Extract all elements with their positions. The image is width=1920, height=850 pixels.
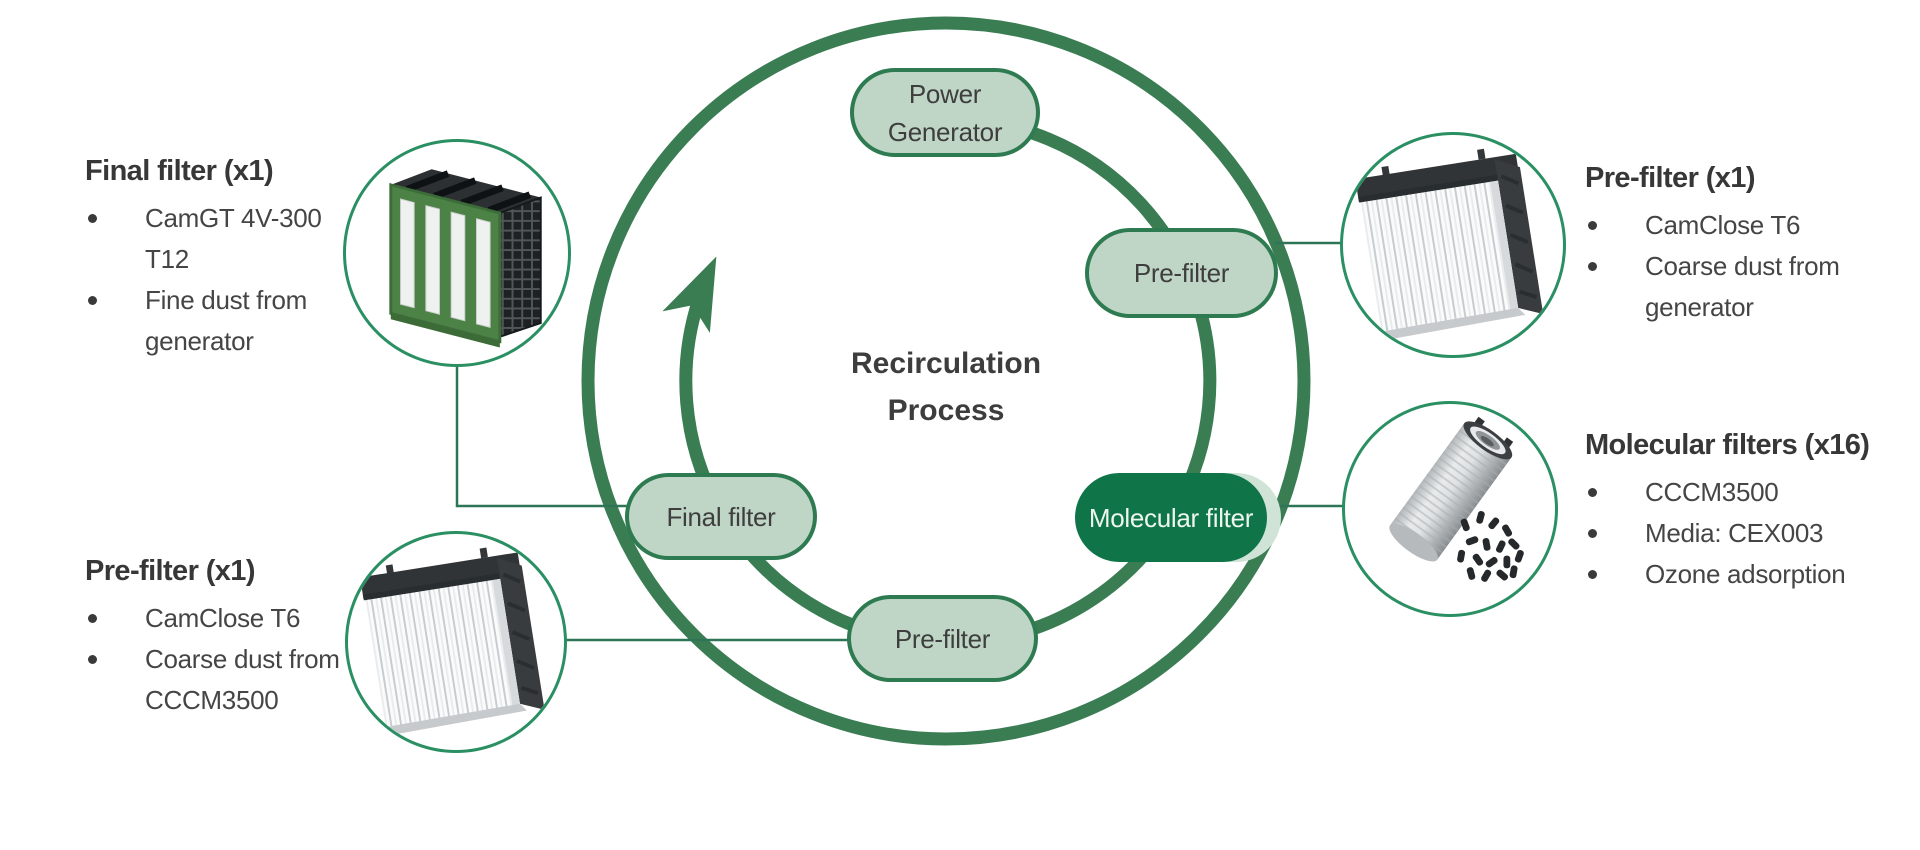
center-label: Recirculation Process: [850, 347, 1042, 427]
node-pre-filter-bottom: Pre-filter: [847, 595, 1038, 682]
pre-filter-left-photo-circle: [345, 531, 567, 753]
callout-bullet-list: CCCM3500 Media: CEX003 Ozone adsorption: [1585, 472, 1915, 595]
bullet-item: Media: CEX003: [1585, 513, 1915, 554]
carbon-pellets: [1457, 511, 1524, 582]
callout-pre-filter-left: Pre-filter (x1) CamClose T6 Coarse dust …: [85, 554, 365, 721]
panel-filter-image: [360, 547, 545, 735]
pre-filter-right-photo-circle: [1340, 132, 1566, 358]
callout-molecular-filters: Molecular filters (x16) CCCM3500 Media: …: [1585, 428, 1915, 595]
bullet-item: CamGT 4V-300 T12: [85, 198, 365, 280]
connector-final-filter: [455, 362, 660, 508]
callout-pre-filter-right: Pre-filter (x1) CamClose T6 Coarse dust …: [1585, 161, 1905, 328]
callout-bullet-list: CamClose T6 Coarse dust from generator: [1585, 205, 1905, 328]
node-power-generator: Power Generator: [850, 68, 1040, 157]
bullet-dot: [1588, 262, 1597, 271]
bullet-item: Ozone adsorption: [1585, 554, 1915, 595]
bullet-dot: [1588, 570, 1597, 579]
callout-final-filter: Final filter (x1) CamGT 4V-300 T12 Fine …: [85, 154, 365, 362]
node-pre-filter-top: Pre-filter: [1085, 228, 1278, 318]
bullet-dot: [88, 214, 97, 223]
bullet-dot: [88, 614, 97, 623]
bullet-item: Fine dust from generator: [85, 280, 365, 362]
bullet-item: CamClose T6: [85, 598, 365, 639]
bullet-item: Coarse dust from CCCM3500: [85, 639, 365, 721]
callout-title: Pre-filter (x1): [85, 555, 255, 587]
flow-arrowhead-icon: [662, 256, 717, 333]
callout-title: Molecular filters (x16): [1585, 429, 1870, 461]
cylindrical-filter-image: [1389, 416, 1524, 582]
callout-title: Final filter (x1): [85, 155, 274, 187]
callout-bullet-list: CamClose T6 Coarse dust from CCCM3500: [85, 598, 365, 721]
v-bank-filter-image: [389, 169, 542, 348]
bullet-item: Coarse dust from generator: [1585, 246, 1905, 328]
bullet-item: CamClose T6: [1585, 205, 1905, 246]
callout-title: Pre-filter (x1): [1585, 162, 1755, 194]
panel-filter-image: [1355, 148, 1544, 340]
node-final-filter: Final filter: [625, 473, 817, 560]
bullet-item: CCCM3500: [1585, 472, 1915, 513]
bullet-dot: [1588, 488, 1597, 497]
bullet-dot: [1588, 529, 1597, 538]
molecular-filter-photo-circle: [1342, 401, 1558, 617]
bullet-dot: [88, 296, 97, 305]
outer-loop-circle: [581, 16, 1311, 746]
bullet-dot: [1588, 221, 1597, 230]
final-filter-photo-circle: [343, 139, 571, 367]
node-molecular-filter: Molecular filter: [1075, 473, 1267, 562]
bullet-dot: [88, 655, 97, 664]
callout-bullet-list: CamGT 4V-300 T12 Fine dust from generato…: [85, 198, 365, 362]
